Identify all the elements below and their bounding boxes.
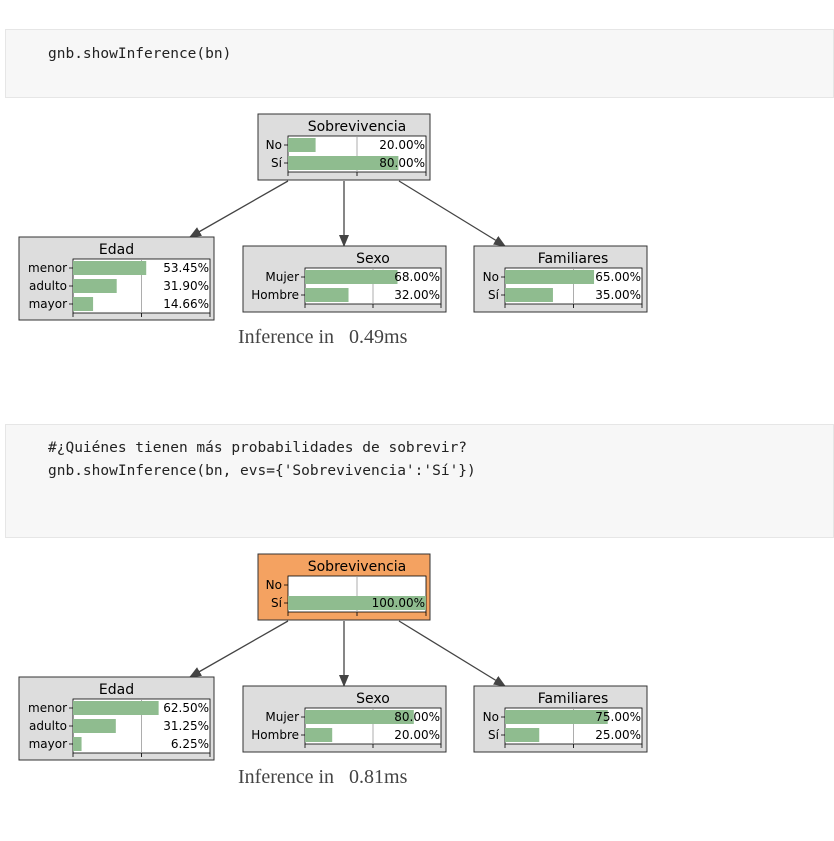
prob-label: 31.90%: [163, 279, 209, 293]
prob-label: 31.25%: [163, 719, 209, 733]
state-label: menor: [28, 261, 67, 275]
prob-bar: [288, 156, 399, 170]
prob-label: 62.50%: [163, 701, 209, 715]
prob-label: 25.00%: [595, 728, 641, 742]
prob-label: 53.45%: [163, 261, 209, 275]
state-label: Hombre: [251, 288, 299, 302]
prob-bar: [288, 138, 316, 152]
prob-bar: [305, 728, 333, 742]
code-line: gnb.showInference(bn): [48, 46, 232, 62]
edge-sobrevivencia-edad: [189, 620, 289, 678]
state-label: mayor: [29, 737, 67, 751]
state-label: Hombre: [251, 728, 299, 742]
prob-label: 35.00%: [595, 288, 641, 302]
state-label: No: [266, 138, 282, 152]
prob-label: 20.00%: [379, 138, 425, 152]
prob-bar: [305, 270, 398, 284]
state-label: Sí: [488, 728, 500, 742]
code-cell-1[interactable]: gnb.showInference(bn): [5, 29, 834, 98]
state-label: mayor: [29, 297, 67, 311]
state-label: adulto: [29, 279, 67, 293]
node-title: Edad: [99, 242, 134, 258]
prob-bar: [73, 279, 117, 293]
prob-label: 80.00%: [394, 710, 440, 724]
prob-label: 68.00%: [394, 270, 440, 284]
prob-label: 32.00%: [394, 288, 440, 302]
edge-sobrevivencia-familiares: [398, 180, 506, 247]
prob-label: 80.00%: [379, 156, 425, 170]
node-title: Sobrevivencia: [308, 119, 407, 135]
node-title: Sobrevivencia: [308, 559, 407, 575]
prob-bar: [73, 297, 94, 311]
node-edad[interactable]: Edad menor 62.50% adulto 31.25% mayor 6.25%: [18, 676, 215, 761]
node-edad[interactable]: Edad menor 53.45% adulto 31.90% mayor 14.66%: [18, 236, 215, 321]
prob-label: 6.25%: [171, 737, 209, 751]
prob-label: 65.00%: [595, 270, 641, 284]
prob-label: 14.66%: [163, 297, 209, 311]
prob-bar: [505, 710, 608, 724]
node-title: Familiares: [538, 691, 609, 707]
prob-bar: [73, 701, 159, 715]
inference-time: Inference in 0.49ms: [238, 326, 408, 348]
state-label: Mujer: [265, 270, 299, 284]
prob-bar: [305, 288, 349, 302]
edge-sobrevivencia-edad: [189, 180, 289, 238]
state-label: No: [483, 710, 499, 724]
prob-bar: [73, 737, 82, 751]
edge-sobrevivencia-familiares: [398, 620, 506, 687]
state-label: No: [483, 270, 499, 284]
state-label: Sí: [271, 156, 283, 170]
prob-bar: [505, 288, 553, 302]
inference-time: Inference in 0.81ms: [238, 766, 408, 788]
code-cell-2[interactable]: #¿Quiénes tienen más probabilidades de s…: [5, 424, 834, 538]
node-title: Sexo: [356, 691, 390, 707]
prob-label: 100.00%: [372, 596, 425, 610]
state-label: Mujer: [265, 710, 299, 724]
prob-bar: [505, 728, 540, 742]
node-title: Familiares: [538, 251, 609, 267]
code-line: gnb.showInference(bn, evs={'Sobrevivenci…: [48, 463, 476, 479]
prob-label: 20.00%: [394, 728, 440, 742]
prob-bar: [305, 710, 414, 724]
code-line: #¿Quiénes tienen más probabilidades de s…: [48, 440, 468, 456]
state-label: adulto: [29, 719, 67, 733]
prob-bar: [73, 719, 116, 733]
prob-bar: [288, 596, 426, 610]
prob-label: 75.00%: [595, 710, 641, 724]
state-label: Sí: [488, 288, 500, 302]
node-title: Sexo: [356, 251, 390, 267]
state-label: Sí: [271, 596, 283, 610]
prob-bar: [505, 270, 595, 284]
state-label: No: [266, 578, 282, 592]
state-label: menor: [28, 701, 67, 715]
prob-bar: [73, 261, 147, 275]
node-title: Edad: [99, 682, 134, 698]
